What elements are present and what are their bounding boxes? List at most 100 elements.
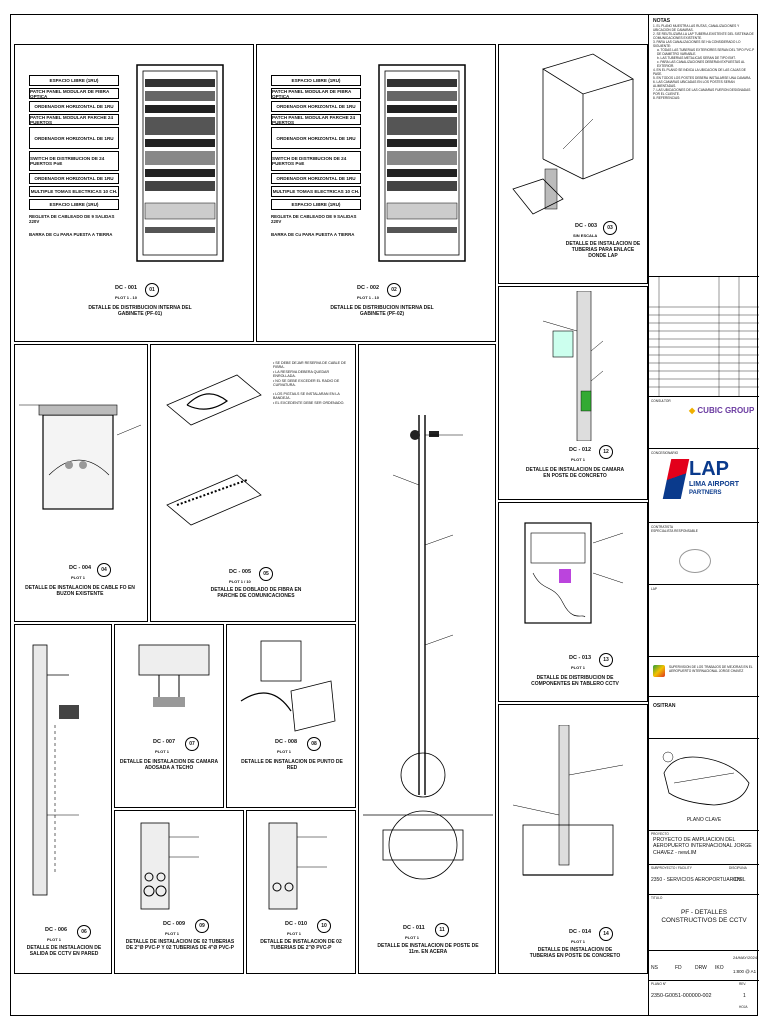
panel-dc010: 10 DC - 010 PLOT 1 DETALLE DE INSTALACIO…	[246, 810, 356, 974]
panel-dc004: 04 DC - 004 PLOT 1 DETALLE DE INSTALACIO…	[14, 344, 148, 622]
detail-caption: DETALLE DE DISTRIBUCION INTERNA DEL GABI…	[330, 305, 434, 317]
note-item: 4. EN EL PLANO SE INDICA LA UBICACION DE…	[653, 68, 746, 76]
panel-dc003: 03 DC - 003 SIN ESCALA DETALLE DE INSTAL…	[498, 44, 648, 284]
detail-bubble: 02	[387, 283, 401, 297]
panel-dc008: 08 DC - 008 PLOT 1 DETALLE DE INSTALACIO…	[226, 624, 356, 808]
dc005-drawing	[166, 374, 262, 526]
subproyecto-label: SUBPROYECTO / FACILITY	[651, 866, 692, 870]
dc010-drawing	[268, 822, 327, 910]
detail-scale: PLOT 1	[405, 935, 420, 940]
detail-bubble: 08	[307, 737, 321, 751]
detail-bubble: 03	[603, 221, 617, 235]
concesionario-label: CONCESIONARIO	[651, 451, 679, 455]
rack-b-row: PATCH PANEL MODULAR PARCHE 24 PUERTOS	[271, 114, 361, 125]
detail-scale: PLOT 1	[277, 749, 292, 754]
lap-mark-icon	[662, 459, 690, 499]
detail-caption: DETALLE DE INSTALACION DE CAMARA ADOSADA…	[119, 759, 219, 771]
detail-code: DC - 009	[163, 921, 186, 927]
panel-dc014: 14 DC - 014 PLOT 1 DETALLE DE INSTALACIO…	[498, 704, 648, 974]
contratista-section: CONTRATISTA ESPECIALISTA RESPONSABLE	[649, 522, 759, 584]
detail-bubble: 12	[599, 445, 613, 459]
panel-rack-a: ESPACIO LIBRE (1RU) PATCH PANEL MODULAR …	[14, 44, 254, 342]
rack-b-row: ESPACIO LIBRE (1RU)	[271, 75, 361, 86]
detail-scale: PLOT 1	[165, 931, 180, 936]
detail-code: DC - 001	[115, 285, 138, 291]
detail-code: DC - 008	[275, 739, 298, 745]
detail-code: DC - 012	[569, 447, 592, 453]
rack-a-row: PATCH PANEL MODULAR DE FIBRA OPTICA	[29, 88, 119, 99]
subproyecto-section: SUBPROYECTO / FACILITY 2350 - SERVICIOS …	[649, 864, 759, 894]
detail-caption: DETALLE DE INSTALACION DE CAMARA EN POST…	[525, 467, 625, 479]
aprobo-value: IKO	[715, 965, 724, 971]
detail-bubble: 10	[317, 919, 331, 933]
rack-b-labels: ESPACIO LIBRE (1RU) PATCH PANEL MODULAR …	[271, 75, 361, 237]
detail-caption: DETALLE DE DOBLADO DE FIBRA EN PARCHE DE…	[210, 587, 302, 599]
panel-dc012: 12 DC - 012 PLOT 1 DETALLE DE INSTALACIO…	[498, 286, 648, 500]
disciplina-value: CIVIL	[733, 877, 746, 883]
lap-logo-sub: LIMA AIRPORT	[689, 481, 740, 488]
lap-logo-partners: PARTNERS	[689, 490, 722, 496]
detail-bubble: 04	[97, 563, 111, 577]
panel-dc007: 07 DC - 007 PLOT 1 DETALLE DE INSTALACIO…	[114, 624, 224, 808]
note-item: 6. LAS CAMARAS UBICADAS EN LOS POSTES SE…	[653, 80, 735, 88]
signature-stamp	[679, 549, 711, 573]
rack-a-row: ESPACIO LIBRE (1RU)	[29, 199, 119, 210]
dc003-drawing	[512, 53, 634, 215]
dc005-notes: • SE DEBE DEJAR RESERVA DE CABLE DE FIBR…	[273, 361, 347, 405]
cubic-logo: ◆ CUBIC GROUP	[689, 406, 755, 415]
rack-b-note: REGLETA DE CABLEADO DE 9 SALIDAS 220V	[271, 214, 357, 224]
panel-rack-b: ESPACIO LIBRE (1RU) PATCH PANEL MODULAR …	[256, 44, 496, 342]
detail-code: DC - 007	[153, 739, 176, 745]
detail-caption: DETALLE DE INSTALACION DE TUBERIAS PARA …	[565, 241, 641, 259]
rack-b-row: MULTIPLE TOMAS ELECTRICAS 10 CH.	[271, 186, 361, 197]
supervision-logo-icon	[653, 665, 665, 677]
hoja-label: HOJA	[739, 1005, 748, 1009]
diseno-value: NS	[651, 965, 658, 971]
supervision-text: SUPERVISION DE LOS TRABAJOS DE MEJORAS E…	[669, 665, 753, 673]
key-map	[662, 751, 750, 806]
note-item: b. LAS TUBERIAS METALICAS SERAN DE TIPO …	[657, 56, 736, 60]
consultor-section: CONSULTOR ◆ CUBIC GROUP	[649, 396, 759, 448]
detail-caption: DETALLE DE INSTALACION DE PUNTO DE RED	[241, 759, 343, 771]
concesionario-section: CONCESIONARIO LAP LIMA AIRPORT PARTNERS	[649, 448, 759, 522]
reviso-value: DRW	[695, 965, 707, 971]
revision-table	[649, 276, 759, 396]
rack-b-row: PATCH PANEL MODULAR DE FIBRA OPTICA	[271, 88, 361, 99]
proyecto-name: PROYECTO DE AMPLIACION DEL AEROPUERTO IN…	[653, 837, 752, 856]
detail-code: DC - 003	[575, 223, 598, 229]
dc013-drawing	[524, 522, 624, 624]
note-item: c. PARA LAS CANALIZACIONES DEBERAN EXPUE…	[657, 60, 745, 68]
supervision-section: SUPERVISION DE LOS TRABAJOS DE MEJORAS E…	[649, 656, 759, 696]
rack-a-row: PATCH PANEL MODULAR PARCHE 24 PUERTOS	[29, 114, 119, 125]
title-block: NOTAS 1. EL PLANO MUESTRA LAS RUTAS, CAN…	[648, 14, 759, 1016]
dc008-drawing	[240, 640, 336, 732]
detail-code: DC - 013	[569, 655, 592, 661]
lap-logo-text: LAP	[689, 458, 729, 480]
titulo-value: PF - DETALLES CONSTRUCTIVOS DE CCTV	[661, 909, 747, 924]
note-item: 7. LAS UBICACIONES DE LAS CAMARAS FUERON…	[653, 88, 751, 96]
detail-scale: PLOT 1 - 10	[115, 295, 138, 300]
proyecto-label: PROYECTO	[651, 832, 669, 836]
fecha-value: 24/MAY/2024	[733, 955, 757, 960]
rev-value: 1	[743, 993, 746, 999]
rack-a-row: SWITCH DE DISTRIBUCION DE 24 PUERTOS PoE	[29, 151, 119, 171]
detail-bubble: 13	[599, 653, 613, 667]
dc007-drawing	[138, 644, 210, 707]
panel-dc013: 13 DC - 013 PLOT 1 DETALLE DE DISTRIBUCI…	[498, 502, 648, 702]
detail-caption: DETALLE DE INSTALACION DE POSTE DE 11m. …	[377, 943, 479, 955]
plano-num-section: PLANO N° 2350-G0051-000000-002 REV. 1 HO…	[649, 980, 759, 1016]
detail-code: DC - 002	[357, 285, 380, 291]
rack-b-note: BARRA DE Cu PARA PUESTA A TIERRA	[271, 232, 355, 237]
note-item: 1. EL PLANO MUESTRA LAS RUTAS, CANALIZAC…	[653, 24, 740, 32]
note-item: 2. SE REUTILIZARA LA LAP TUBERIA EXISTEN…	[653, 32, 754, 40]
detail-scale: PLOT 1 / 10	[229, 579, 251, 584]
detail-scale: SIN ESCALA	[573, 233, 598, 238]
note-item: 5. EN TODOS LOS POSTES DEBERA INSTALARSE…	[653, 76, 752, 80]
detail-scale: PLOT 1	[571, 939, 586, 944]
panel-dc011: 11 DC - 011 PLOT 1 DETALLE DE INSTALACIO…	[358, 344, 496, 974]
plano-clave-label: PLANO CLAVE	[686, 817, 722, 823]
panel-dc006: 06 DC - 006 PLOT 1 DETALLE DE INSTALACIO…	[14, 624, 112, 974]
detail-scale: PLOT 1	[571, 457, 586, 462]
revision-grid	[649, 277, 759, 396]
dc006-drawing	[32, 644, 79, 896]
